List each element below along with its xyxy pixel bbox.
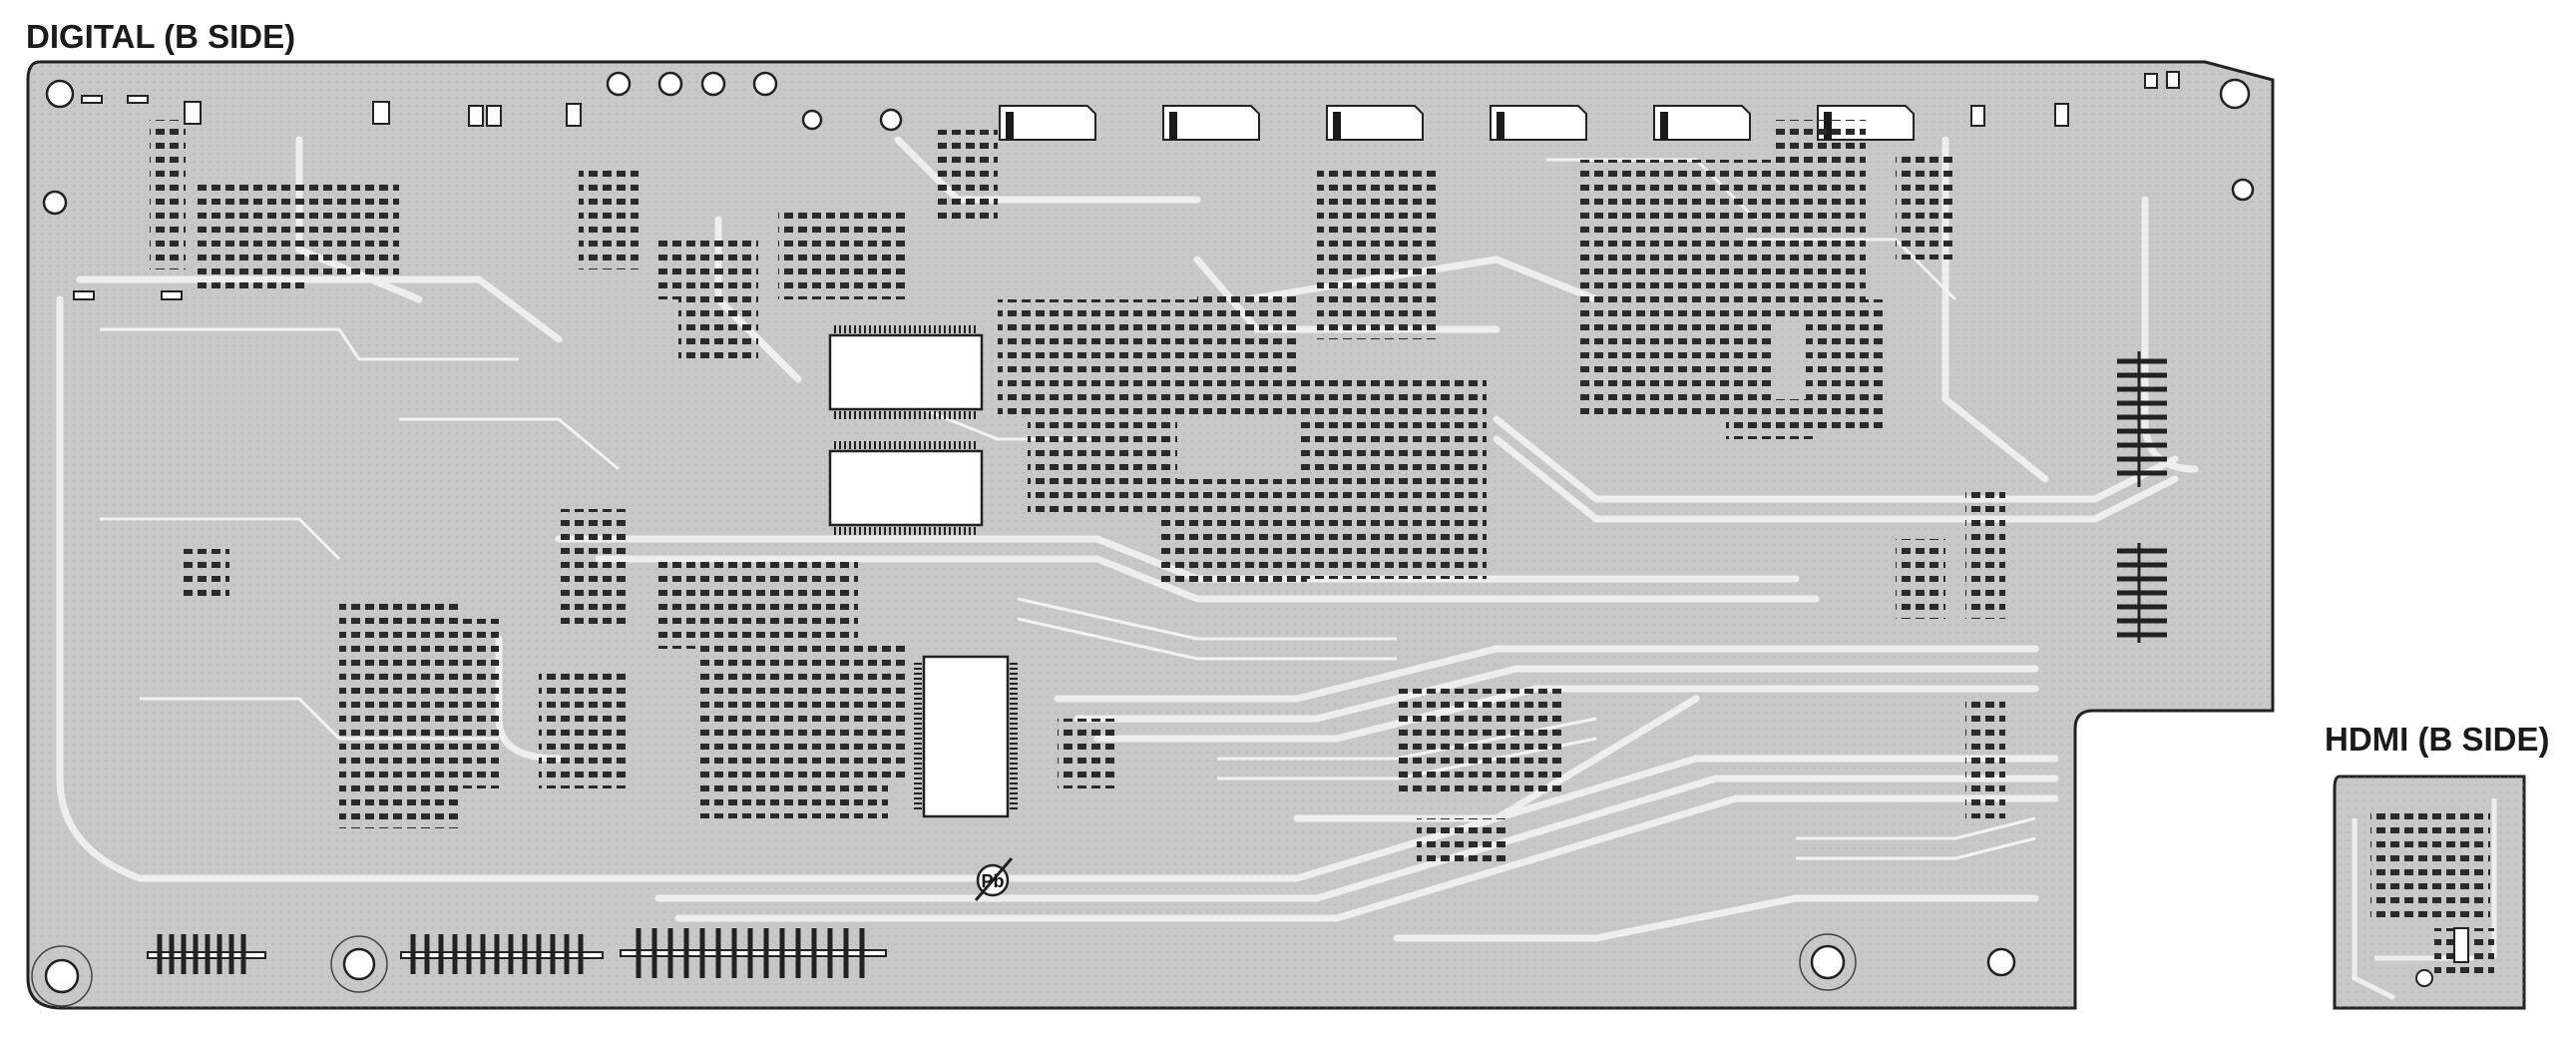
component-clusters bbox=[150, 120, 2005, 868]
digital-board-title: DIGITAL (B SIDE) bbox=[26, 18, 296, 55]
hdmi-board bbox=[2333, 775, 2526, 1010]
pb-free-symbol: Pb bbox=[974, 857, 1014, 901]
right-edge-connectors bbox=[2117, 351, 2167, 643]
large-ics bbox=[828, 333, 1010, 818]
pb-free-label: Pb bbox=[981, 871, 1004, 891]
hdmi-board-title: HDMI (B SIDE) bbox=[2325, 721, 2550, 758]
mounting-holes bbox=[42, 71, 2255, 994]
hdmi-hole bbox=[2415, 969, 2433, 987]
mounting-rings bbox=[31, 933, 1857, 1007]
small-connectors bbox=[73, 71, 2180, 300]
bottom-connectors bbox=[147, 928, 887, 978]
ic-pins bbox=[834, 325, 1018, 810]
hdmi-components bbox=[2370, 808, 2490, 918]
digital-board: Pb bbox=[26, 60, 2275, 1010]
hdmi-connector bbox=[2453, 927, 2469, 963]
